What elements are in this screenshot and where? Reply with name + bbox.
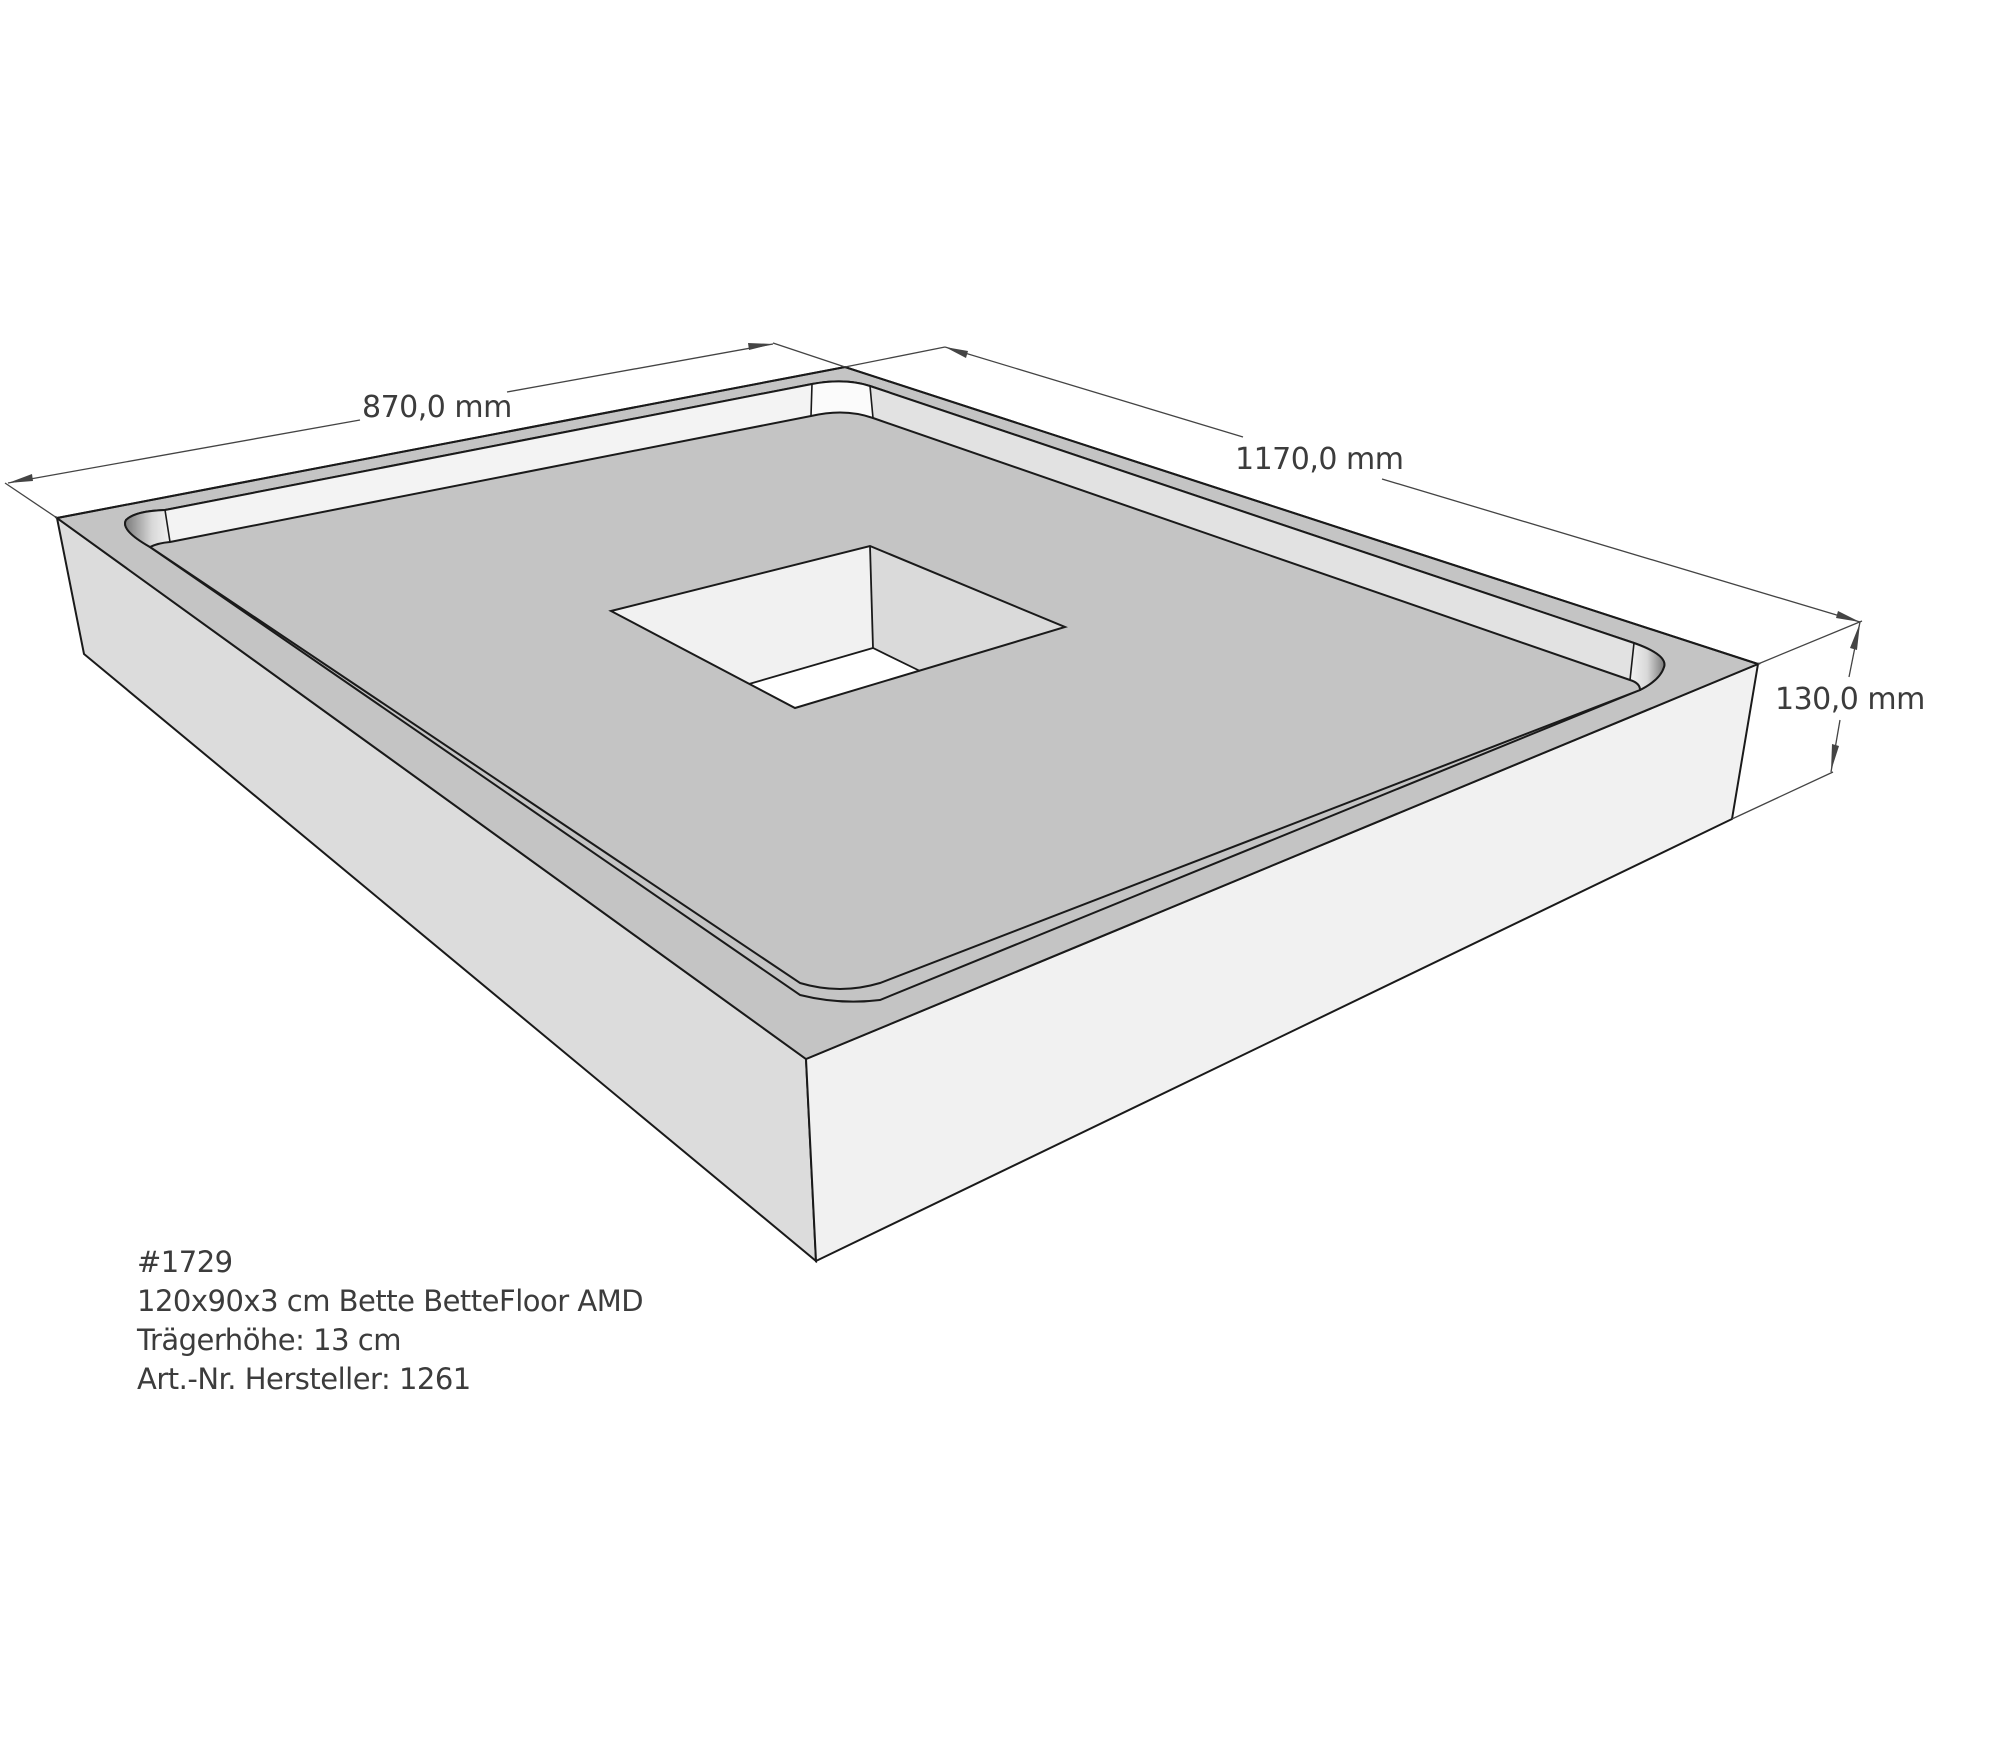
dimension-height-label: 130,0 mm bbox=[1775, 682, 1925, 717]
dimension-length-label: 1170,0 mm bbox=[1235, 442, 1404, 477]
drain-hole-back-right-wall bbox=[870, 546, 1065, 671]
seam-back-left bbox=[810, 383, 813, 417]
arrow-height-bottom bbox=[1831, 744, 1839, 771]
seam-right bbox=[1629, 642, 1635, 681]
article-number: Art.-Nr. Hersteller: 1261 bbox=[137, 1362, 471, 1396]
drain-hole-opening bbox=[749, 648, 920, 708]
dimension-length bbox=[844, 346, 1863, 665]
channel-rim-line bbox=[164, 380, 1666, 691]
arrow-length-right bbox=[1836, 611, 1860, 622]
dimension-width bbox=[4, 342, 846, 519]
arrow-width-right bbox=[748, 343, 773, 350]
seam-back-right bbox=[869, 385, 874, 419]
dimension-width-label: 870,0 mm bbox=[362, 390, 512, 425]
channel-wall-back-corner bbox=[811, 381, 873, 418]
drain-hole-back-left-wall bbox=[611, 546, 873, 684]
arrow-length-left bbox=[945, 347, 968, 358]
dimension-height bbox=[1731, 621, 1861, 820]
tray-floor bbox=[148, 411, 1642, 990]
drain-hole-outline bbox=[608, 544, 1068, 710]
channel-left-corner-line bbox=[124, 509, 166, 548]
carrier-height: Trägerhöhe: 13 cm bbox=[137, 1323, 401, 1357]
seam-left bbox=[164, 509, 171, 543]
product-info: #1729 120x90x3 cm Bette BetteFloor AMD T… bbox=[137, 1243, 644, 1399]
arrow-width-left bbox=[8, 474, 33, 483]
channel-wall-back-right bbox=[870, 386, 1634, 680]
product-id: #1729 bbox=[137, 1245, 233, 1279]
drain-hole-corner-edge bbox=[869, 545, 874, 649]
arrow-height-top bbox=[1850, 623, 1860, 650]
channel-wall-back-left bbox=[165, 384, 812, 542]
product-name: 120x90x3 cm Bette BetteFloor AMD bbox=[137, 1284, 644, 1318]
